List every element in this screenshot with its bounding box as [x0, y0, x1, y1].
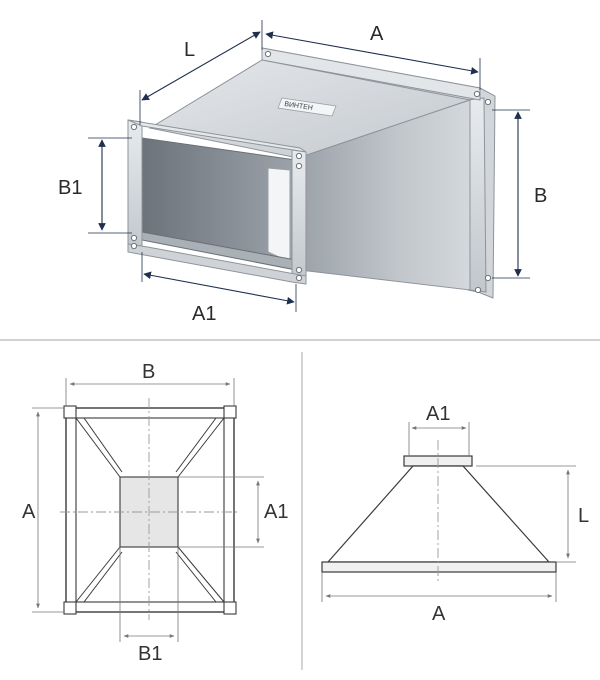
top-view-label-A: A	[22, 501, 36, 523]
side-view-label-A1: A1	[426, 403, 450, 425]
inner-bright-slot	[267, 167, 291, 263]
iso-label-L: L	[184, 39, 195, 61]
manufacturer-logo: ВИНТЕН	[277, 97, 337, 117]
top-view-label-B1: B1	[138, 643, 162, 665]
logo-text: ВИНТЕН	[284, 101, 313, 112]
side-view-body	[326, 465, 551, 563]
iso-dimension-lines	[88, 20, 530, 312]
top-view-center-lines	[60, 398, 240, 620]
side-view: A1 L A	[321, 403, 589, 625]
rear-flange-right-strip	[467, 97, 487, 293]
side-view-dimension-lines	[321, 422, 576, 602]
iso-label-A: A	[370, 23, 384, 45]
iso-label-B: B	[534, 185, 547, 207]
isometric-view: ВИНТЕН L A B B1 A1	[58, 20, 547, 325]
side-view-label-L: L	[578, 505, 589, 527]
top-view-diagonals	[75, 417, 225, 603]
side-view-bottom-flange	[321, 561, 557, 573]
side-view-label-A: A	[432, 603, 446, 625]
front-flange-right	[291, 149, 307, 283]
top-view-label-A1: A1	[264, 501, 288, 523]
top-view-label-B: B	[142, 361, 155, 383]
iso-label-B1: B1	[58, 177, 82, 199]
top-view-inner-frame	[75, 417, 225, 603]
top-view: B A A1 B1	[22, 361, 288, 665]
front-flange-left	[127, 119, 143, 253]
front-flange-bolt-holes	[130, 123, 303, 282]
top-view-corner-lugs	[63, 405, 237, 615]
iso-label-A1: A1	[192, 303, 216, 325]
top-view-outer-frame	[65, 407, 235, 613]
top-view-dimension-lines	[32, 378, 264, 642]
